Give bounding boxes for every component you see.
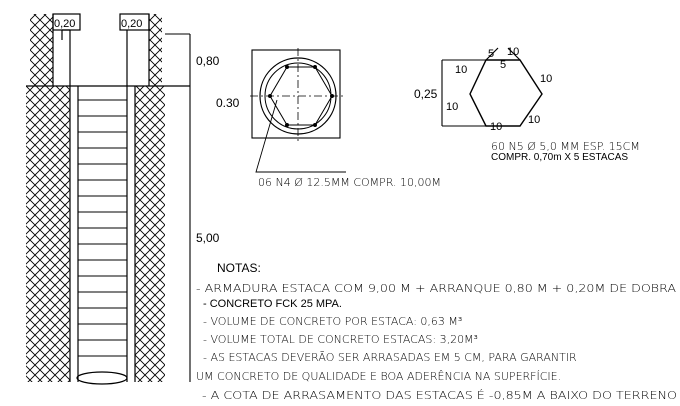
stirrup-detail: 5 10 5 10 10 10 10 10 0,25 60 N5 Ø 5,0 M… bbox=[414, 46, 640, 163]
pile-elevation: 0,20 0,20 bbox=[26, 13, 220, 385]
note-line-6: UM CONCRETO DE QUALIDADE E BOA ADERÊNCIA… bbox=[196, 370, 561, 383]
section-diameter-label: 0.30 bbox=[216, 96, 240, 110]
rebar-note: 06 N4 Ø 12.5MM COMPR. 10,00M bbox=[258, 176, 441, 189]
stirrup-dim-8: 10 bbox=[490, 121, 502, 133]
note-line-3: - VOLUME DE CONCRETO POR ESTACA: 0,63 M³ bbox=[203, 315, 462, 328]
note-line-5: - AS ESTACAS DEVERÃO SER ARRASADAS EM 5 … bbox=[203, 351, 577, 364]
stirrup-spec: 60 N5 Ø 5,0 MM ESP. 15CM bbox=[491, 140, 640, 153]
top-height-label: 0,80 bbox=[196, 54, 220, 68]
width-label-right: 0,20 bbox=[121, 18, 142, 30]
stirrup-dim-6: 10 bbox=[446, 101, 458, 113]
stirrup-rungs bbox=[78, 99, 127, 357]
notes-block: NOTAS: - ARMADURA ESTACA COM 9,00 M + AR… bbox=[196, 261, 677, 402]
shaft-height-label: 5,00 bbox=[196, 231, 220, 245]
note-line-1: - ARMADURA ESTACA COM 9,00 M + ARRANQUE … bbox=[196, 282, 677, 295]
stirrup-length: COMPR. 0,70m X 5 ESTACAS bbox=[491, 152, 628, 163]
soil-hatch-left bbox=[26, 86, 70, 382]
stirrup-dim-4: 10 bbox=[455, 64, 467, 76]
stirrup-dim-7: 10 bbox=[528, 114, 540, 126]
stirrup-dim-5: 10 bbox=[540, 73, 552, 85]
notes-title: NOTAS: bbox=[217, 261, 261, 275]
stirrup-dim-3: 5 bbox=[500, 59, 506, 71]
note-line-2: - CONCRETO FCK 25 MPA. bbox=[203, 298, 342, 310]
note-line-4: - VOLUME TOTAL DE CONCRETO ESTACAS: 3,20… bbox=[203, 333, 478, 346]
stirrup-height-label: 0,25 bbox=[414, 87, 438, 101]
width-label-left: 0,20 bbox=[54, 18, 75, 30]
pile-cross-section: 0.30 06 N4 Ø 12.5MM COMPR. 10,00M bbox=[216, 48, 441, 189]
note-line-7: - A COTA DE ARRASAMENTO DAS ESTACAS É -0… bbox=[202, 389, 677, 402]
soil-hatch-right bbox=[135, 86, 165, 382]
cap-hatch-left bbox=[30, 14, 53, 86]
stirrup-dim-1: 5 bbox=[488, 48, 494, 60]
cap-hatch-right bbox=[149, 14, 162, 86]
stirrup-dim-2: 10 bbox=[507, 46, 519, 58]
